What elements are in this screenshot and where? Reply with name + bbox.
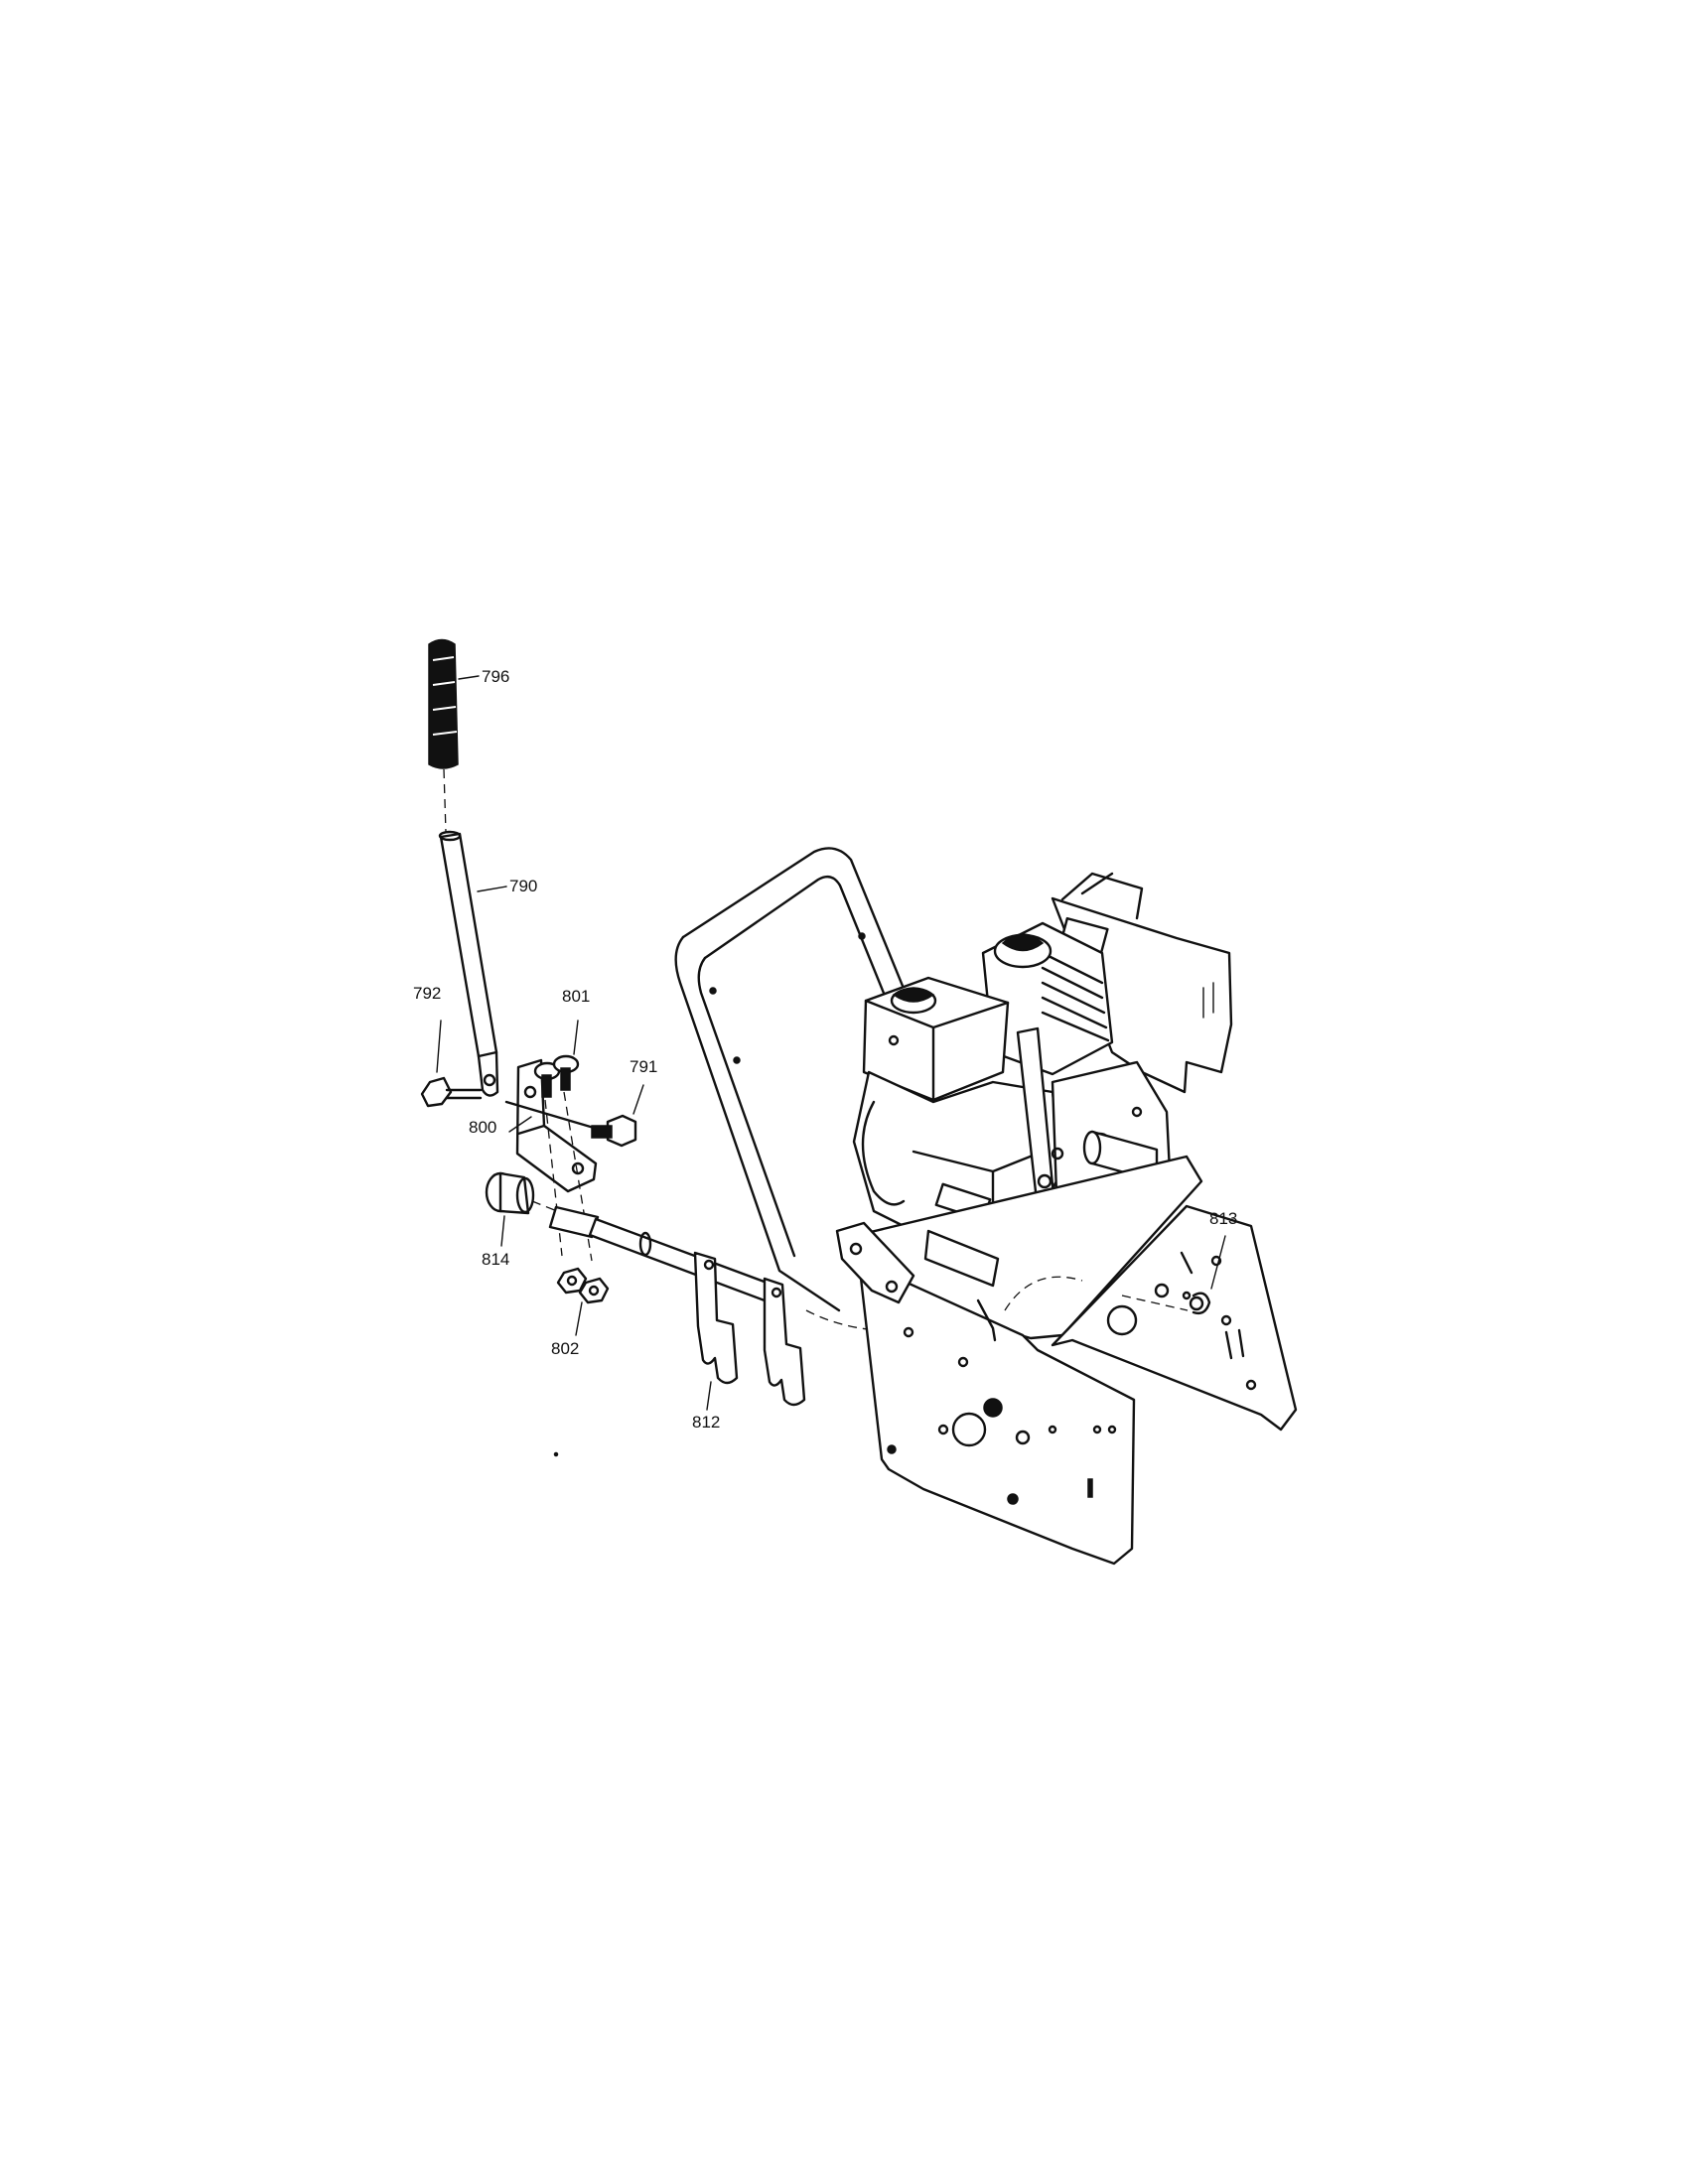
leader-812 — [706, 1381, 712, 1411]
handle-frame — [674, 847, 915, 1312]
label-802: 802 — [551, 1339, 579, 1358]
label-796: 796 — [482, 667, 509, 686]
hidden-line — [1004, 1276, 1083, 1311]
label-801: 801 — [562, 987, 590, 1006]
part-796-grip — [428, 638, 459, 769]
handle-pivot — [835, 1221, 1000, 1342]
leader-dash — [443, 768, 447, 833]
part-792-bolt — [420, 1076, 483, 1108]
part-802-nuts — [556, 1267, 610, 1304]
leader-813 — [1210, 1235, 1226, 1290]
label-790: 790 — [509, 877, 537, 895]
leader-802 — [575, 1301, 583, 1336]
label-814: 814 — [482, 1250, 509, 1269]
print-speck — [553, 1451, 559, 1457]
leader-792 — [436, 1020, 442, 1073]
part-791-bolt — [504, 1100, 637, 1148]
frame-plates — [852, 1155, 1298, 1566]
part-813-clip — [1189, 1292, 1211, 1315]
leader-801 — [573, 1020, 579, 1055]
leader-800 — [508, 1116, 532, 1133]
part-812-shift-shaft — [548, 1205, 806, 1407]
label-792: 792 — [413, 984, 441, 1003]
label-800: 800 — [469, 1118, 496, 1137]
hidden-line — [1121, 1295, 1189, 1311]
part-790-shift-rod — [438, 830, 499, 1097]
label-812: 812 — [692, 1413, 720, 1432]
leader-814 — [500, 1215, 505, 1247]
label-791: 791 — [630, 1057, 657, 1076]
leader-791 — [632, 1084, 644, 1115]
label-813: 813 — [1209, 1209, 1237, 1228]
part-801-bolts — [533, 1054, 580, 1098]
part-814-bushing — [485, 1171, 563, 1215]
